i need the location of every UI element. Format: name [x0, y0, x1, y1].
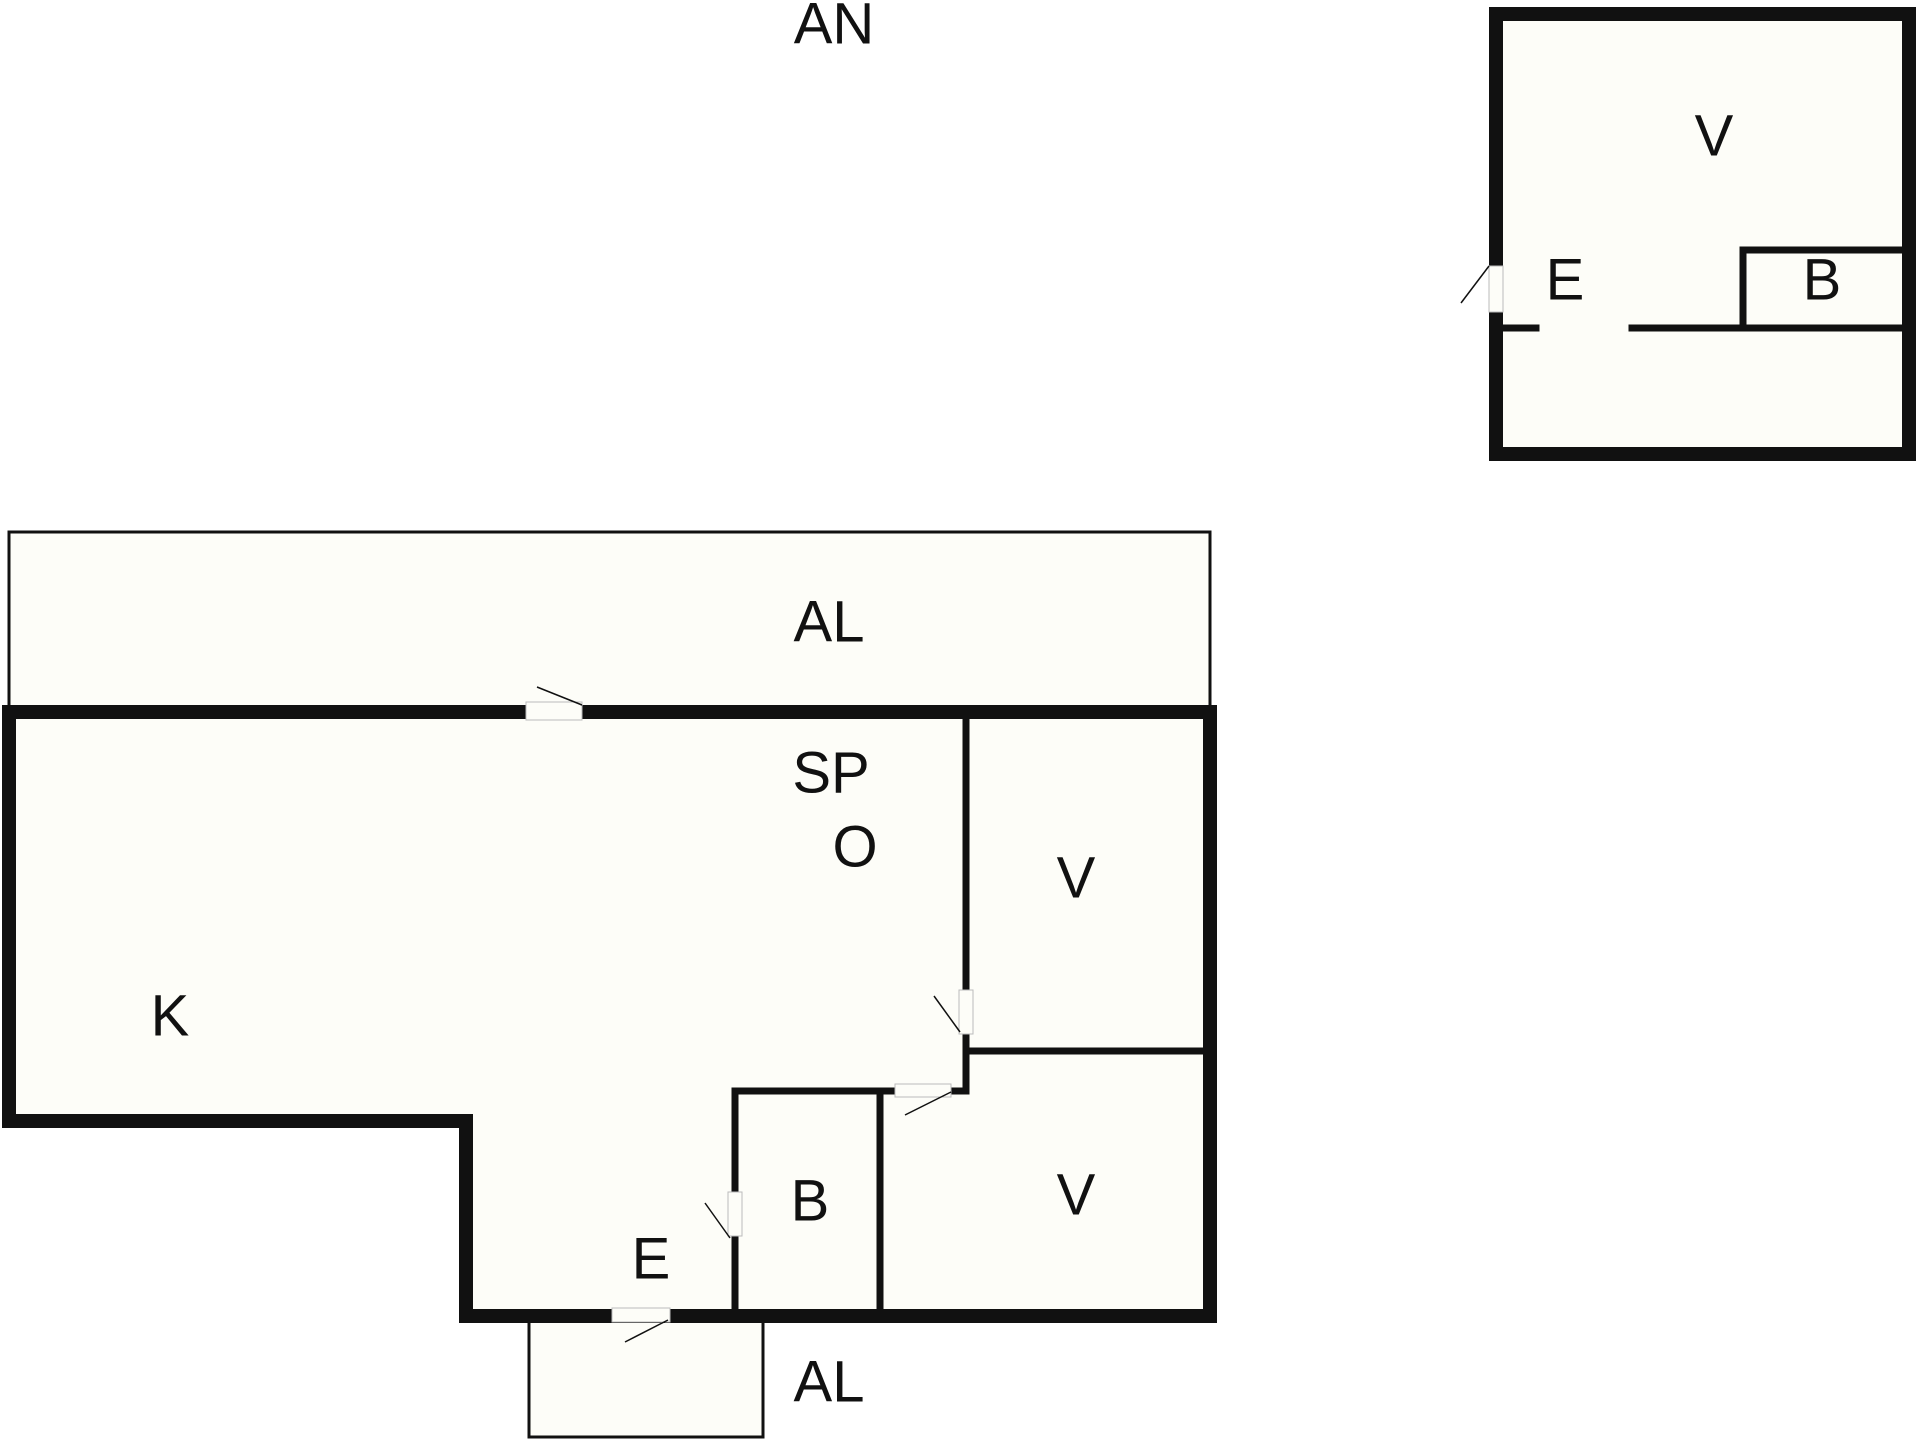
entry-label: E	[632, 1226, 671, 1291]
bedroom1-door-swing	[933, 995, 961, 1033]
balcony-door-swing	[536, 686, 583, 706]
bedroom2-door-swing	[904, 1091, 952, 1116]
living-room-label: O	[832, 814, 877, 879]
balcony-top-label: AL	[794, 589, 865, 654]
bath-door	[727, 1191, 743, 1237]
bath-door-swing	[704, 1202, 731, 1239]
bedroom2-door	[894, 1083, 952, 1098]
bath-label: B	[791, 1168, 830, 1233]
kitchen-label: K	[151, 983, 190, 1048]
top-label: AN	[794, 0, 875, 56]
balcony-door	[525, 701, 583, 721]
apartment-floor	[9, 712, 1210, 1316]
annex-unit	[1460, 7, 1916, 461]
bedroom2-label: V	[1057, 1162, 1096, 1227]
balcony-bottom-floor	[529, 1323, 763, 1437]
balcony-bottom-label: AL	[794, 1349, 865, 1414]
annex-entry-label: E	[1546, 247, 1585, 312]
annex-floor	[1496, 14, 1909, 454]
bath-wall-left-upper	[731, 1087, 884, 1196]
balcony-bottom-railing	[527, 1323, 765, 1439]
bedroom1-door	[958, 989, 974, 1035]
annex-bath-label: B	[1803, 247, 1842, 312]
sleeping-nook-label: SP	[792, 740, 869, 805]
apartment-outer-wall	[2, 705, 1217, 1323]
balcony-top-railing	[7, 530, 1212, 712]
annex-bedroom-label: V	[1695, 103, 1734, 168]
main-unit	[2, 530, 1217, 1439]
annex-entry-door-swing	[1460, 265, 1490, 304]
annex-bath-wall	[1739, 246, 1913, 332]
entry-door	[611, 1307, 671, 1323]
bedroom1-label: V	[1057, 845, 1096, 910]
annex-entry-door	[1488, 265, 1504, 313]
entry-door-swing	[624, 1319, 669, 1343]
balcony-top-floor	[9, 532, 1210, 712]
